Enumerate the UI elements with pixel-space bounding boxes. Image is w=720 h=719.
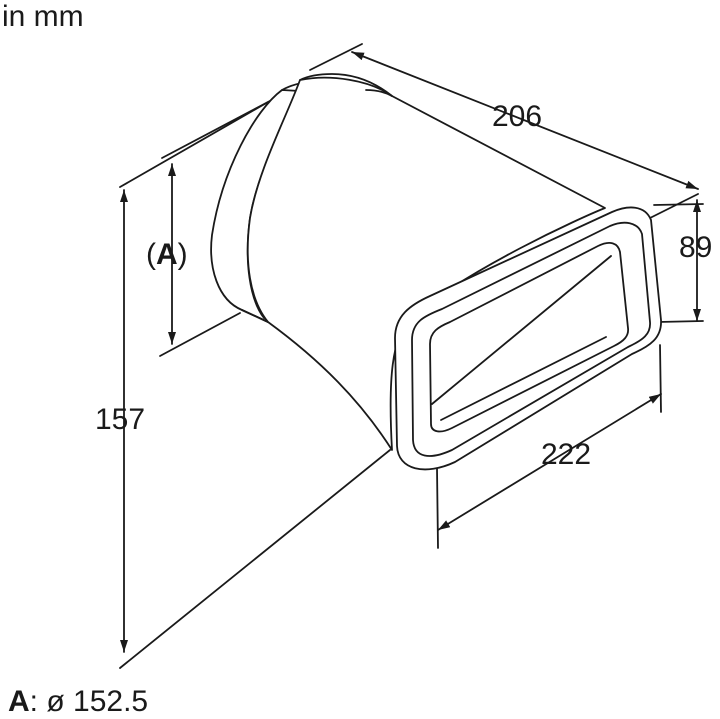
dimension-line-206: [351, 51, 699, 190]
rectangular-outlet: [394, 206, 662, 471]
dimension-206-label: 206: [492, 100, 543, 133]
legend-value: ø 152.5: [46, 685, 149, 718]
extension-lines: [119, 43, 704, 669]
dimension-line-222: [437, 393, 662, 531]
dimension-222-label: 222: [541, 438, 592, 471]
legend: A: ø 152.5: [8, 687, 148, 717]
adapter-body: [246, 76, 606, 451]
legend-separator: :: [29, 685, 39, 718]
legend-key: A: [8, 685, 30, 718]
dimension-89-label: 89: [679, 231, 713, 264]
circle-marker-label: (A): [146, 238, 188, 271]
units-label: in mm: [2, 0, 84, 33]
dimension-157-label: 157: [95, 403, 146, 436]
circle-marker-key: A: [156, 238, 178, 271]
